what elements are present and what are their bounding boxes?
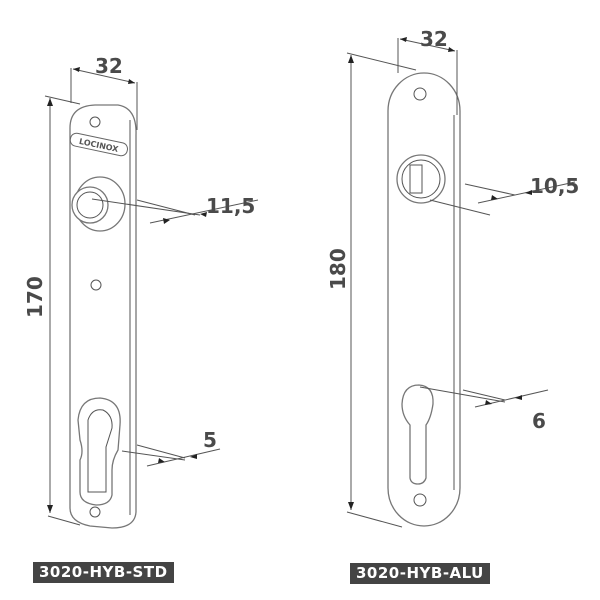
left-height-dim: 170 bbox=[23, 276, 47, 318]
cylinder-cutout bbox=[401, 384, 434, 485]
right-width-dim: 32 bbox=[420, 27, 448, 51]
left-dimensions: 32 170 11,5 5 bbox=[23, 54, 259, 526]
cylinder-cutout bbox=[77, 397, 121, 506]
left-cylinder-offset-dim: 5 bbox=[203, 428, 217, 452]
screw-hole-bottom bbox=[89, 506, 101, 518]
right-height-dim: 180 bbox=[326, 248, 350, 290]
right-handle-offset-dim: 10,5 bbox=[530, 174, 579, 198]
left-escutcheon-plate: LOCINOX bbox=[69, 104, 137, 529]
left-product-label: 3020-HYB-STD bbox=[33, 562, 174, 583]
screw-hole-top bbox=[413, 87, 427, 101]
handle-rose bbox=[396, 154, 446, 204]
screw-hole-top bbox=[89, 116, 101, 128]
right-escutcheon-plate bbox=[387, 72, 461, 527]
right-product-label: 3020-HYB-ALU bbox=[350, 563, 490, 584]
left-handle-offset-dim: 11,5 bbox=[206, 194, 255, 218]
right-dimensions: 32 180 10,5 6 bbox=[326, 27, 579, 528]
screw-hole-middle bbox=[90, 279, 102, 291]
right-cylinder-offset-dim: 6 bbox=[532, 409, 546, 433]
left-width-dim: 32 bbox=[95, 54, 123, 78]
screw-hole-bottom bbox=[413, 493, 427, 507]
spindle-square bbox=[409, 164, 423, 194]
